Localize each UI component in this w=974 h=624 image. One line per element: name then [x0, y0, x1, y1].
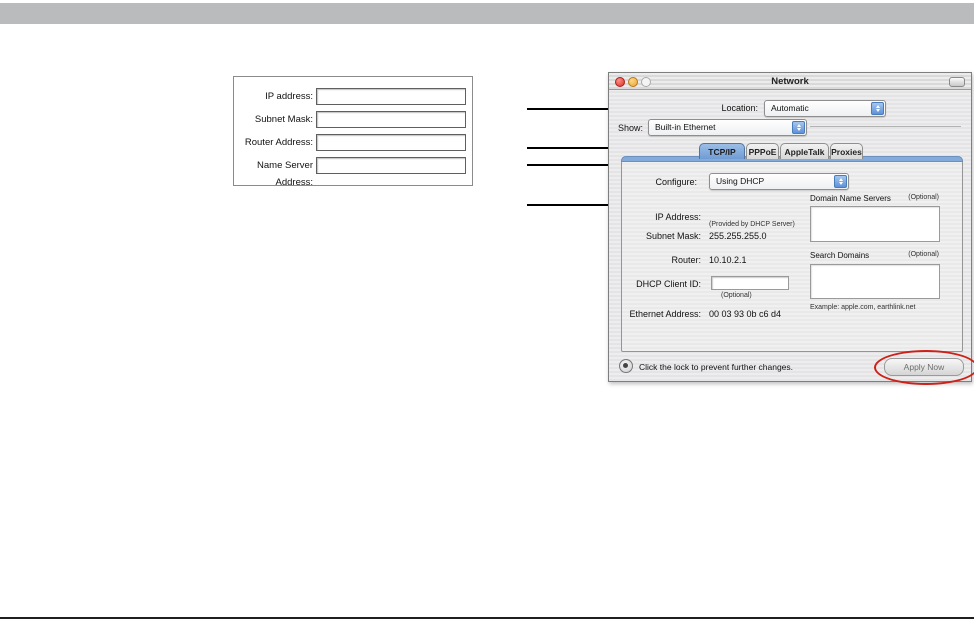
show-row-divider	[810, 126, 961, 127]
form-row: Name Server Address:	[234, 157, 472, 188]
close-button-icon[interactable]	[615, 77, 625, 87]
ip-address-label: IP address:	[265, 91, 313, 102]
show-label: Show:	[617, 123, 643, 133]
subnet-mask-value: 255.255.255.0	[709, 231, 767, 241]
form-row: IP address:	[234, 88, 472, 105]
dns-label: Domain Name Servers	[810, 194, 891, 203]
tab-appletalk[interactable]: AppleTalk	[780, 143, 829, 159]
router-field-label: Router:	[671, 255, 701, 265]
router-address-label: Router Address:	[244, 137, 313, 148]
dns-optional-note: (Optional)	[908, 194, 939, 201]
router-address-input[interactable]	[316, 134, 466, 151]
apply-now-highlight-ellipse	[874, 350, 974, 385]
zoom-button-icon[interactable]	[641, 77, 651, 87]
search-domains-label-row: Search Domains (Optional)	[810, 251, 939, 260]
window-titlebar[interactable]: Network	[609, 73, 971, 90]
subnet-mask-input[interactable]	[316, 111, 466, 128]
dns-label-row: Domain Name Servers (Optional)	[810, 194, 939, 203]
callout-line-show-menu	[527, 108, 655, 110]
network-preferences-window: Network Location: Automatic Show: Built-…	[608, 72, 974, 385]
search-domains-label: Search Domains	[810, 251, 870, 260]
dhcp-client-id-input[interactable]	[711, 276, 789, 290]
example-text: Example: apple.com, earthlink.net	[810, 304, 916, 311]
configure-label: Configure:	[655, 177, 697, 187]
location-selected-value: Automatic	[771, 103, 809, 113]
search-domains-optional-note: (Optional)	[908, 251, 939, 258]
page-top-bar	[0, 3, 974, 24]
ip-address-note: (Provided by DHCP Server)	[709, 221, 795, 228]
form-row: Router Address:	[234, 134, 472, 151]
ip-address-field-label: IP Address:	[655, 212, 701, 222]
dhcp-client-id-note: (Optional)	[721, 292, 752, 299]
name-server-address-label: Name Server Address:	[257, 160, 313, 188]
subnet-mask-field-label: Subnet Mask:	[645, 231, 701, 241]
ethernet-address-value: 00 03 93 0b c6 d4	[709, 309, 782, 319]
tab-tcpip[interactable]: TCP/IP	[699, 143, 745, 159]
configure-selected-value: Using DHCP	[716, 176, 765, 186]
ethernet-address-label: Ethernet Address:	[629, 309, 701, 319]
popup-arrows-icon	[834, 175, 847, 188]
page-bottom-rule	[0, 617, 974, 619]
popup-arrows-icon	[792, 121, 805, 134]
window-title: Network	[771, 76, 809, 87]
lock-icon-dot	[623, 363, 628, 368]
form-row: Subnet Mask:	[234, 111, 472, 128]
lock-instruction-text: Click the lock to prevent further change…	[639, 362, 794, 372]
location-select[interactable]: Automatic	[764, 100, 886, 117]
show-select[interactable]: Built-in Ethernet	[648, 119, 807, 136]
location-label: Location:	[721, 103, 758, 113]
tab-pppoe[interactable]: PPPoE	[746, 143, 779, 159]
name-server-address-input[interactable]	[316, 157, 466, 174]
ip-address-input[interactable]	[316, 88, 466, 105]
tab-proxies[interactable]: Proxies	[830, 143, 863, 159]
dhcp-client-id-label: DHCP Client ID:	[636, 279, 701, 289]
configure-select[interactable]: Using DHCP	[709, 173, 849, 190]
toolbar-toggle-icon[interactable]	[949, 77, 965, 87]
popup-arrows-icon	[871, 102, 884, 115]
ip-settings-form: IP address: Subnet Mask: Router Address:…	[233, 76, 473, 188]
show-selected-value: Built-in Ethernet	[655, 122, 716, 132]
search-domains-textarea[interactable]	[810, 264, 940, 299]
dns-servers-textarea[interactable]	[810, 206, 940, 242]
minimize-button-icon[interactable]	[628, 77, 638, 87]
subnet-mask-label: Subnet Mask:	[254, 114, 313, 125]
router-value: 10.10.2.1	[709, 255, 747, 265]
